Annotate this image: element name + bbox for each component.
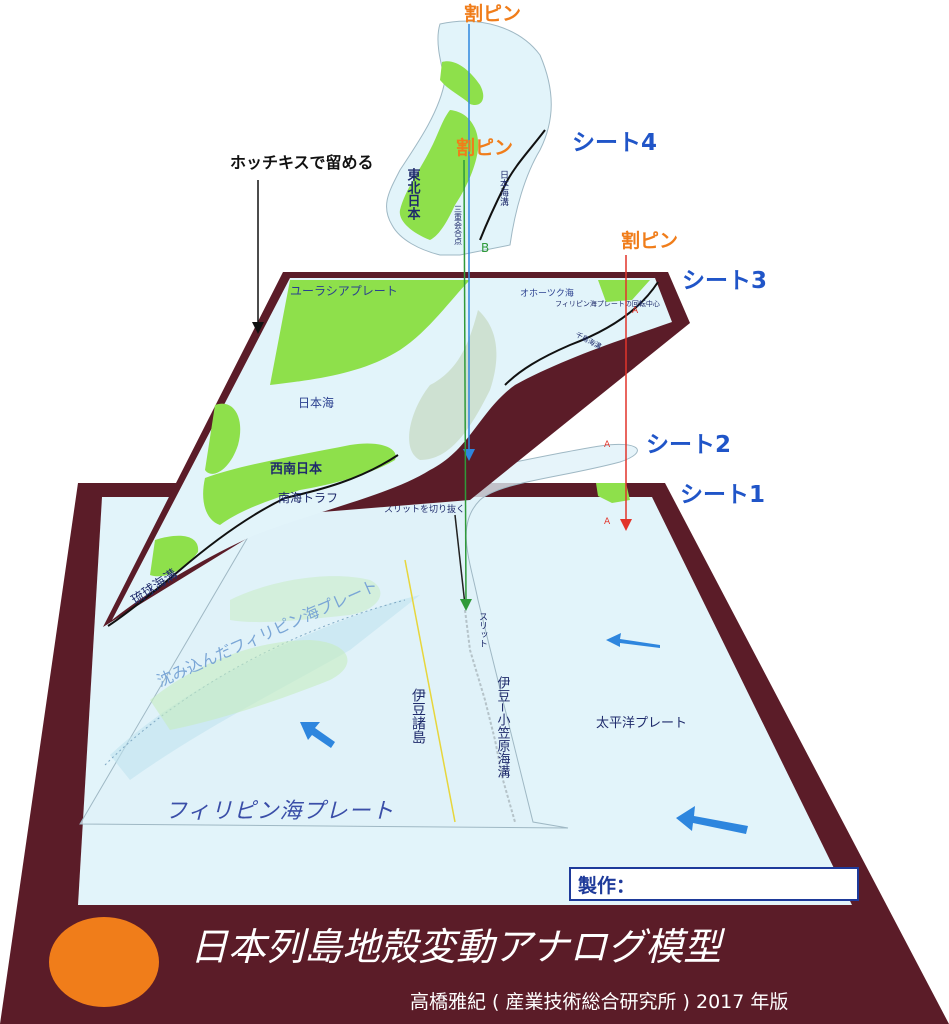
pin-hole-ellipse (49, 917, 159, 1007)
izu-islands-line (404, 559, 456, 823)
triple-junction-label: 三重会合点 (454, 205, 463, 246)
sheet3: ユーラシアプレート オホーツク海 フィリピン海プレートの回転中心 千島海溝 日本… (103, 272, 690, 627)
maker-box (569, 867, 859, 901)
ghost-land (150, 640, 348, 730)
sheet1-label: シート1 (680, 482, 765, 508)
marker-a: A (604, 517, 611, 527)
southwest-japan-land (205, 403, 241, 474)
plate-motion-arrow (606, 633, 660, 648)
northeast-japan-land (399, 110, 479, 240)
slit (454, 514, 466, 606)
southwest-japan-land (203, 443, 396, 525)
kuril-trench-line (504, 281, 659, 386)
plate-motion-arrow (300, 722, 335, 748)
okhotsk-land (598, 280, 650, 302)
eurasia-land (270, 280, 470, 385)
pin-line-green (459, 159, 472, 611)
annotations: 割ピン 割ピン 割ピン ホッチキスで留める シート4 シート3 シート2 シート… (230, 2, 767, 508)
slit-label: スリット (477, 612, 487, 648)
ghost-northeast-japan (409, 310, 497, 460)
pin-label-mid: 割ピン (456, 136, 513, 159)
pin-label-top: 割ピン (464, 2, 521, 25)
nankai-trough-line (107, 454, 399, 627)
eurasian-plate-label: ユーラシアプレート (290, 284, 398, 298)
pin-label-right: 割ピン (621, 229, 678, 252)
slit-cut-label: スリットを切り抜く (384, 503, 465, 515)
alignment-lines (252, 24, 632, 611)
philippine-sea-plate-label: フィリピン海プレート (165, 799, 395, 824)
marker-b: B (481, 241, 489, 255)
okhotsk-sea-label: オホーツク海 (520, 287, 574, 299)
nankai-trough-label: 南海トラフ (278, 490, 338, 505)
southwest-japan-land (150, 535, 199, 577)
rotation-center-label: フィリピン海プレートの回転中心 (555, 299, 660, 308)
marker-a: A (632, 306, 639, 316)
footer-credit: 高橋雅紀 ( 産業技術総合研究所 ) 2017 年版 (410, 991, 788, 1013)
japan-trench-line (479, 129, 546, 241)
marker-a: A (604, 440, 611, 450)
stapler-label: ホッチキスで留める (230, 153, 374, 172)
sea-of-japan-label: 日本海 (298, 395, 334, 410)
northeast-japan-label: 東北日本 (405, 167, 421, 221)
footer-title: 日本列島地殻変動アナログ模型 (190, 925, 725, 969)
izu-islands-label: 伊豆諸島 (410, 688, 426, 744)
sheet1-land-patch (596, 483, 630, 503)
sheet4-label: シート4 (572, 130, 657, 156)
ghost-land (230, 576, 381, 623)
japan-trench-label: 日本海溝 (498, 170, 509, 207)
southwest-japan-label: 西南日本 (270, 461, 322, 477)
maker-label: 製作： (577, 874, 635, 897)
footer: 日本列島地殻変動アナログ模型 高橋雅紀 ( 産業技術総合研究所 ) 2017 年… (49, 917, 788, 1013)
pacific-plate-label: 太平洋プレート (596, 716, 687, 731)
plate-motion-arrow (676, 806, 748, 834)
sheet2-label: シート2 (646, 432, 731, 458)
sheet3-label: シート3 (682, 268, 767, 294)
hokkaido-land (440, 61, 484, 106)
izu-bonin-trench-label: 伊豆−小笠原海溝 (495, 676, 511, 779)
